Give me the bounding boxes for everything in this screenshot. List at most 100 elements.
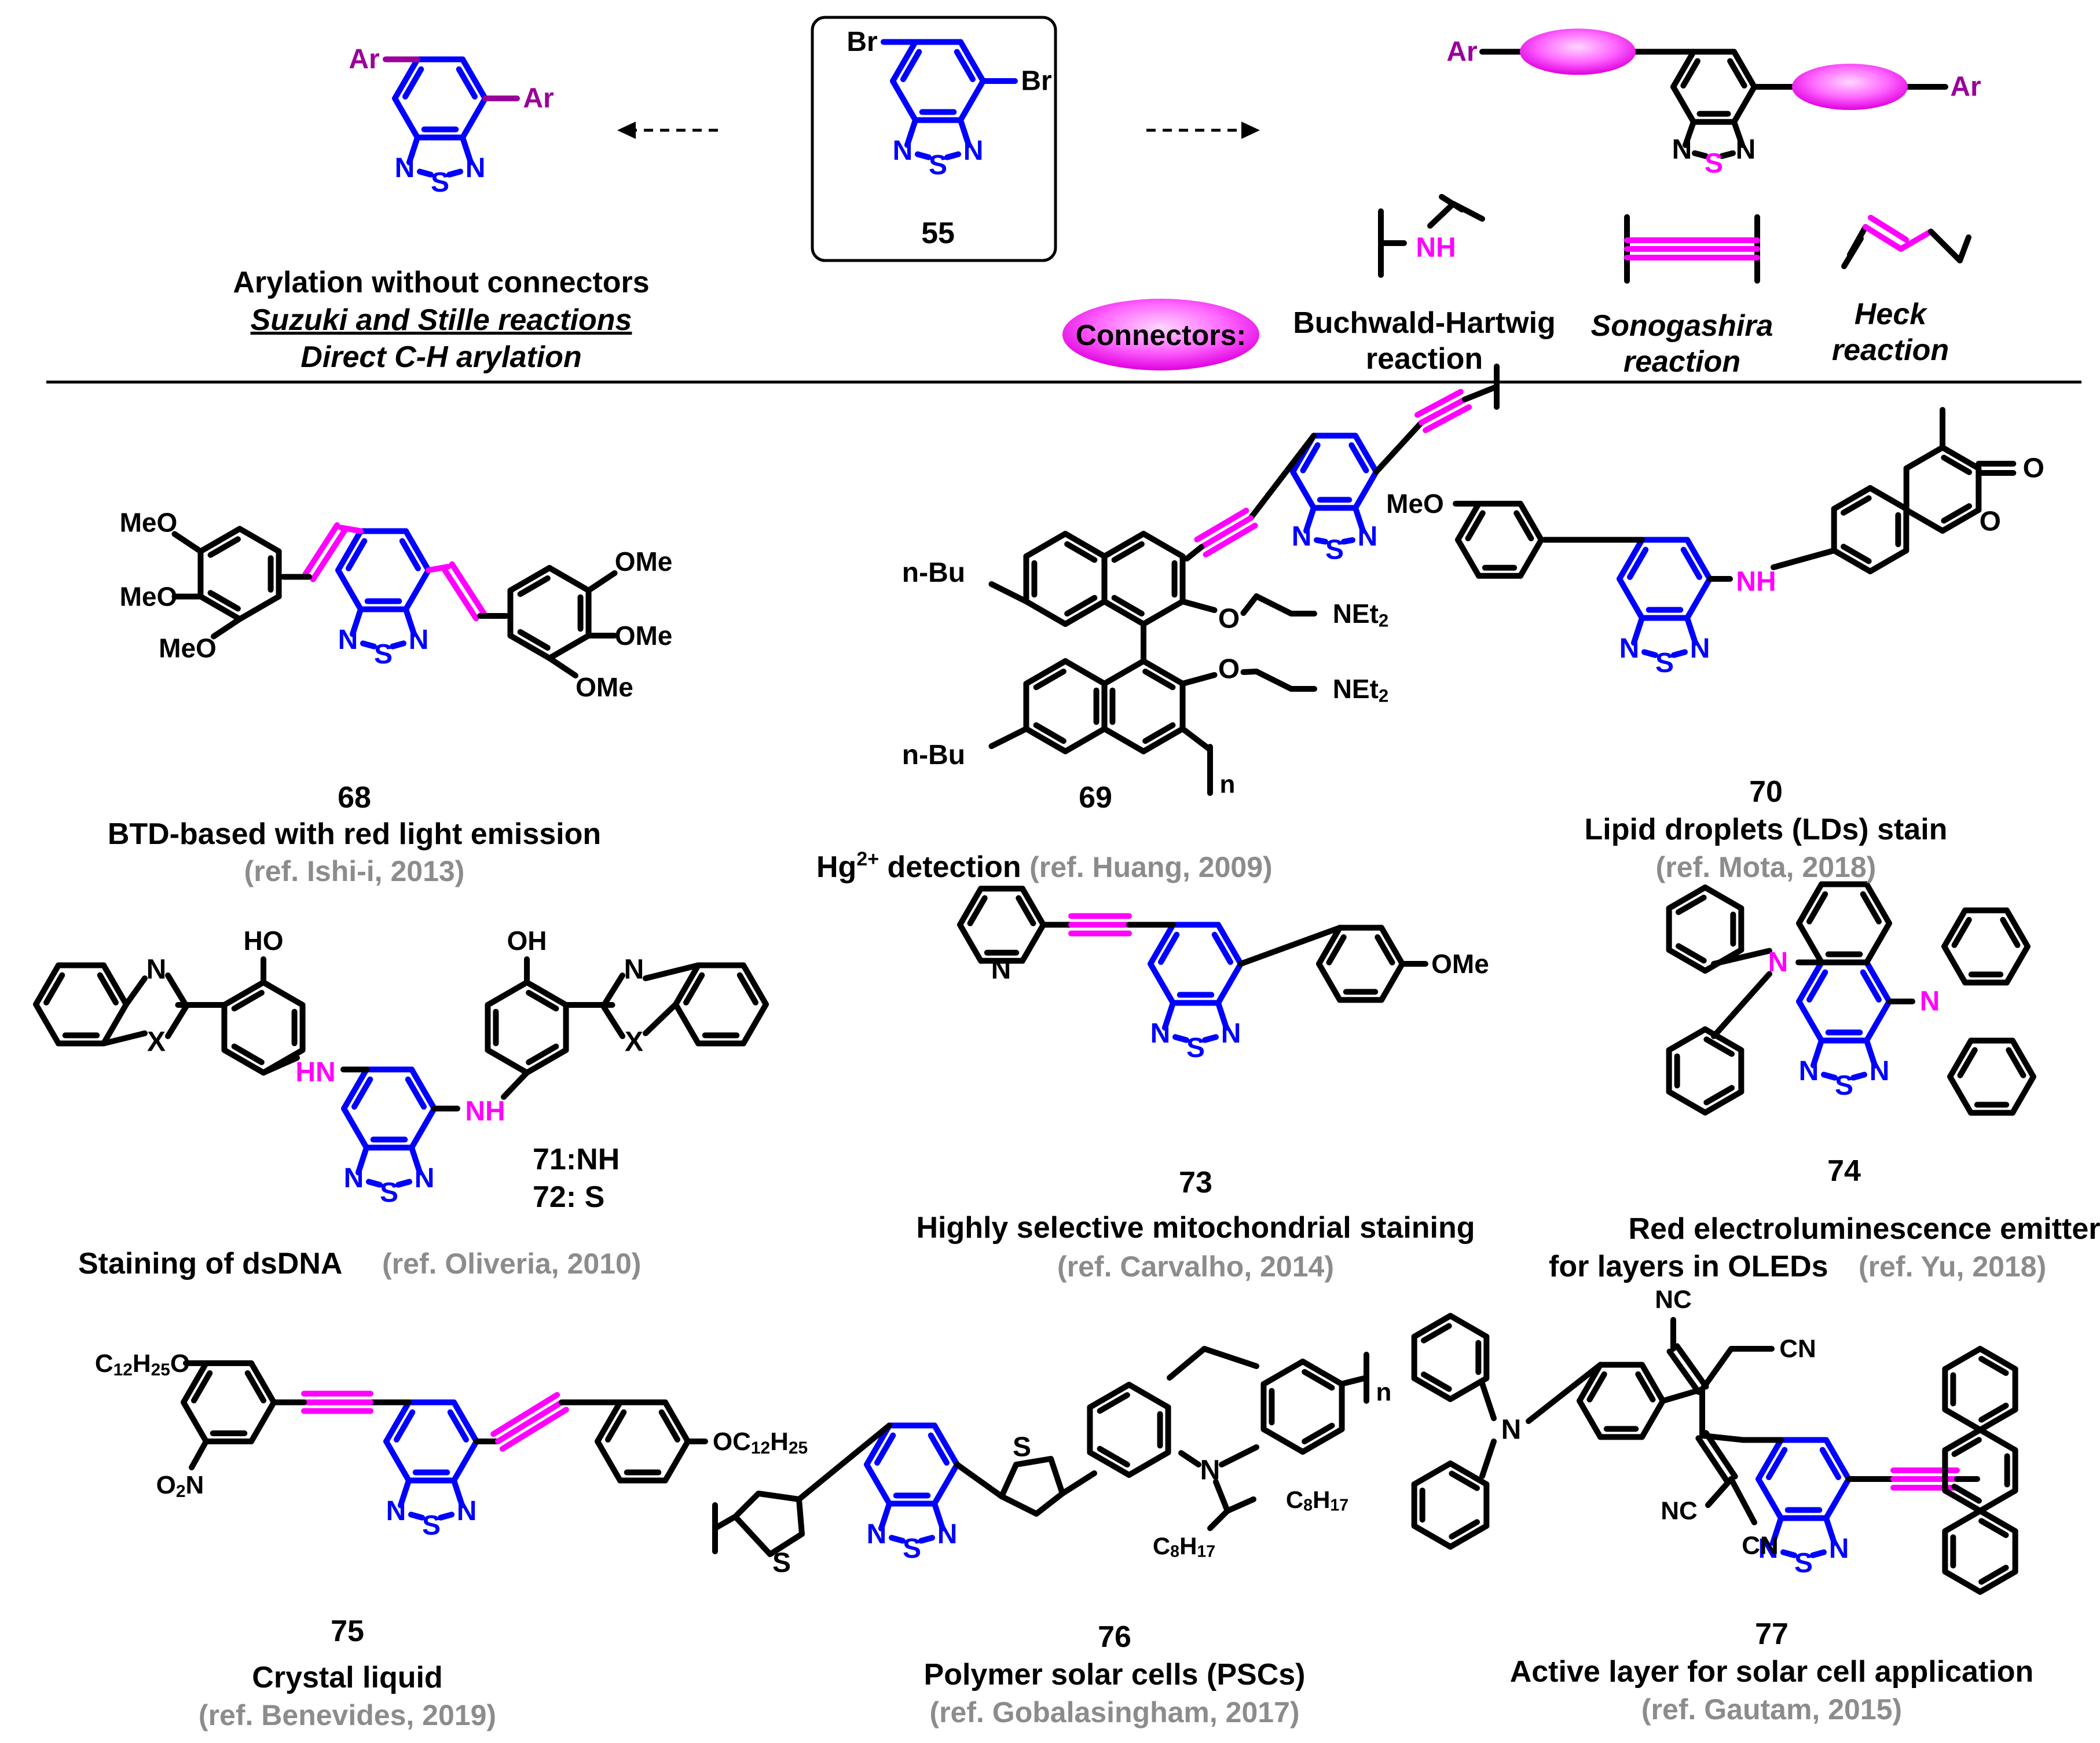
atom-label: O <box>1218 654 1240 685</box>
bond <box>1675 894 1707 915</box>
bond <box>1148 961 1176 1006</box>
bond <box>957 886 984 928</box>
bond <box>1796 959 1824 1004</box>
bond <box>1420 1323 1452 1344</box>
bond <box>1023 599 1068 627</box>
bond <box>1666 1348 1702 1395</box>
atom-label: N <box>1758 1533 1779 1564</box>
bond <box>547 655 578 678</box>
atom-label: O <box>1980 507 2001 537</box>
bond <box>1680 546 1703 580</box>
bond <box>402 66 424 100</box>
bond <box>1411 1461 1453 1487</box>
bond <box>1666 1026 1708 1053</box>
bond <box>1702 1089 1744 1115</box>
bond <box>2004 944 2031 986</box>
bond <box>1248 432 1317 521</box>
atom-label: Ar <box>1446 36 1477 67</box>
atom-label: N <box>893 135 913 166</box>
bond <box>1699 1346 1734 1392</box>
bond <box>390 640 407 650</box>
bond <box>1225 1496 1256 1514</box>
bond <box>1194 508 1249 543</box>
bond <box>1630 615 1645 646</box>
bond <box>1719 150 1736 159</box>
bond <box>2010 1037 2036 1080</box>
bond <box>1977 1569 2018 1595</box>
bond <box>1341 537 1355 545</box>
bond <box>888 1535 906 1544</box>
bond <box>1864 999 1892 1044</box>
bond <box>1141 531 1186 559</box>
bond <box>1756 1437 1784 1482</box>
bond <box>1670 84 1696 125</box>
bond <box>1810 1549 1827 1558</box>
bond <box>1439 194 1465 212</box>
bond <box>1101 658 1146 687</box>
bond <box>1142 722 1176 744</box>
bond <box>1942 1508 1983 1534</box>
bond <box>485 979 530 1008</box>
bond <box>1617 537 1645 582</box>
bond <box>451 1477 466 1509</box>
atom-label: HN <box>295 1057 335 1088</box>
bond <box>1771 548 1837 570</box>
bond <box>1670 49 1696 90</box>
atom-label: N <box>344 1163 364 1194</box>
bond <box>1157 931 1180 965</box>
bond <box>1978 1356 2009 1376</box>
bond <box>1314 537 1328 545</box>
bond <box>97 972 119 1006</box>
bond <box>383 1439 412 1484</box>
ref-71-72: (ref. Oliveria, 2010) <box>382 1247 641 1280</box>
atom-label: O <box>1218 604 1240 634</box>
atom-label: n <box>1220 770 1236 799</box>
bond <box>1831 548 1873 574</box>
bond <box>1977 1488 2018 1514</box>
atom-label: NH <box>1736 567 1776 597</box>
bond <box>261 979 306 1008</box>
bond <box>1941 944 1968 986</box>
arrow-left-head <box>617 122 636 139</box>
bond <box>1977 1427 2018 1453</box>
bond <box>1756 1476 1784 1521</box>
atom-label: S <box>374 639 393 670</box>
bond <box>1903 445 1945 471</box>
bond <box>741 1001 769 1047</box>
bond <box>2000 916 2021 948</box>
bond <box>658 1409 681 1443</box>
bond <box>1203 522 1258 557</box>
bond <box>1941 454 1973 475</box>
label-73: 73 <box>1179 1166 1212 1199</box>
bond <box>914 151 932 160</box>
bond <box>1033 668 1067 691</box>
bond <box>1260 1359 1306 1387</box>
bond <box>1850 1072 1868 1081</box>
atom-label: MeO <box>1386 489 1444 519</box>
atom-label: N <box>1920 986 1940 1017</box>
bond <box>595 1439 623 1484</box>
bond <box>1062 726 1108 754</box>
bond <box>1023 726 1068 754</box>
bond <box>1379 924 1405 967</box>
atom-label: N <box>457 1496 477 1526</box>
bond <box>1300 1426 1345 1455</box>
ref-74: (ref. Yu, 2018) <box>1859 1250 2046 1283</box>
bond <box>1447 1313 1490 1340</box>
atom-label: N <box>1619 633 1640 664</box>
bond <box>1020 886 1046 928</box>
atom-label: Br <box>846 27 877 57</box>
ref-70: (ref. Mota, 2018) <box>1656 851 1877 883</box>
bond <box>900 49 922 82</box>
title-74-line2: for layers in OLEDs <box>1549 1250 1828 1283</box>
bond <box>1240 593 1259 616</box>
atom-label: N <box>1870 1056 1890 1087</box>
atom-label: N <box>1799 1056 1819 1087</box>
bond <box>1033 722 1067 744</box>
bond <box>408 1511 425 1521</box>
title-68: BTD-based with red light emission <box>108 817 601 851</box>
reaction-buchwald-line2: reaction <box>1366 342 1483 376</box>
atom-label: S <box>431 167 449 198</box>
bond <box>392 56 420 101</box>
